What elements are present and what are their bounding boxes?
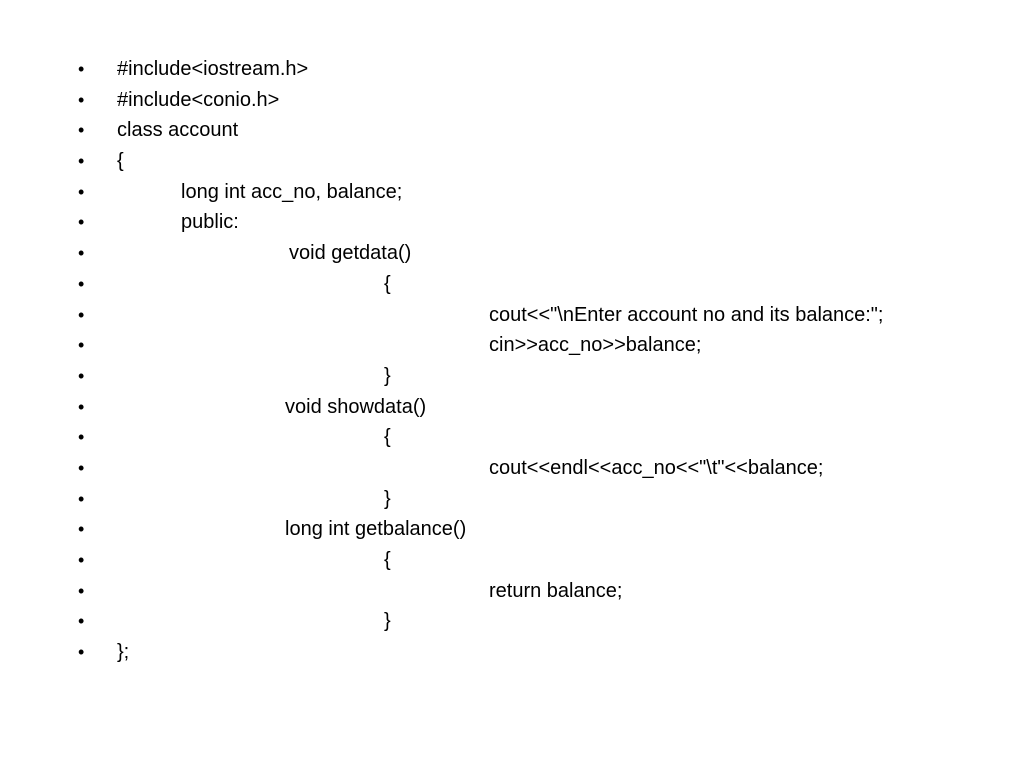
list-item: • cout<<endl<<acc_no<<"\t"<<balance; [0,453,1024,484]
bullet-icon: • [78,181,85,202]
bullet-icon: • [78,59,85,79]
list-item: • } [0,606,1024,637]
code-line-showdata-close-brace: } [384,487,391,510]
list-item: • cin>>acc_no>>balance; [0,330,1024,361]
list-item: • long int getbalance() [0,514,1024,545]
bullet-icon: • [78,365,85,386]
bullet-icon: • [78,519,85,540]
list-item: • { [0,146,1024,177]
code-line-class-close: }; [117,641,130,664]
bullet-icon: • [78,396,85,417]
bullet-icon: • [78,151,85,172]
list-item: • #include<conio.h> [0,85,1024,116]
list-item: • } [0,484,1024,515]
list-item: • cout<<"\nEnter account no and its bala… [0,300,1024,331]
list-item: • { [0,422,1024,453]
bullet-icon: • [78,427,85,448]
code-line-getdata-open-brace: { [384,272,391,295]
bullet-icon: • [78,550,85,570]
code-line-getbalance-signature: long int getbalance() [285,518,467,541]
bullet-icon: • [78,212,85,233]
bullet-icon: • [78,580,85,601]
code-line-include-conio: #include<conio.h> [117,88,280,111]
list-item: • return balance; [0,576,1024,607]
bullet-icon: • [78,611,85,632]
bullet-icon: • [78,89,85,110]
code-line-showdata-signature: void showdata() [285,395,427,418]
code-line-getdata-cout: cout<<"\nEnter account no and its balanc… [489,303,884,326]
code-line-public-label: public: [181,211,239,234]
list-item: • void getdata() [0,238,1024,269]
code-line-class-open-brace: { [117,150,124,173]
code-bullet-list: • #include<iostream.h> • #include<conio.… [0,54,1024,668]
list-item: • } [0,361,1024,392]
list-item: • { [0,269,1024,300]
code-line-include-iostream: #include<iostream.h> [117,58,309,80]
bullet-icon: • [78,488,85,509]
list-item: • public: [0,207,1024,238]
bullet-icon: • [78,243,85,264]
list-item: • long int acc_no, balance; [0,177,1024,208]
list-item: • }; [0,637,1024,668]
code-line-getbalance-return: return balance; [489,579,623,602]
bullet-icon: • [78,120,85,141]
list-item: • { [0,545,1024,576]
code-line-showdata-cout: cout<<endl<<acc_no<<"\t"<<balance; [489,456,824,479]
code-line-showdata-open-brace: { [384,426,391,449]
code-line-getdata-close-brace: } [384,364,391,387]
list-item: • void showdata() [0,392,1024,423]
bullet-icon: • [78,304,85,325]
code-line-getdata-signature: void getdata() [289,242,412,265]
bullet-icon: • [78,335,85,356]
bullet-icon: • [78,642,85,663]
code-line-getbalance-open-brace: { [384,549,391,571]
list-item: • class account [0,115,1024,146]
code-line-getdata-cin: cin>>acc_no>>balance; [489,334,702,357]
code-line-member-declaration: long int acc_no, balance; [181,180,403,203]
bullet-icon: • [78,273,85,294]
code-line-getbalance-close-brace: } [384,610,391,633]
list-item: • #include<iostream.h> [0,54,1024,85]
bullet-icon: • [78,457,85,478]
code-line-class-declaration: class account [117,119,239,142]
